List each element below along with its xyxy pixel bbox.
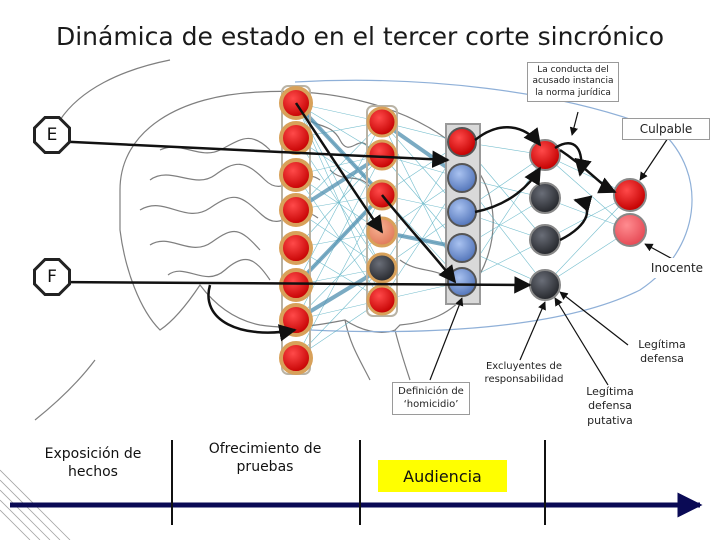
node <box>447 197 477 227</box>
label-legitima-defensa: Legítima defensa <box>638 338 686 366</box>
node <box>447 233 477 263</box>
pointer-conducta <box>569 111 579 136</box>
timeline <box>10 440 703 525</box>
node <box>366 139 398 171</box>
label-culpable: Culpable <box>622 118 710 140</box>
column-4-nodes <box>529 139 561 301</box>
node <box>279 158 313 192</box>
input-f-marker: F <box>33 258 71 296</box>
flow-arrows <box>207 102 617 342</box>
node <box>279 231 313 265</box>
node <box>529 139 561 171</box>
node <box>529 269 561 301</box>
label-inocente: Inocente <box>640 258 714 278</box>
node <box>366 284 398 316</box>
node <box>529 224 561 256</box>
column-3-nodes <box>447 127 477 297</box>
input-arrow-f <box>51 276 532 294</box>
input-arrow-e <box>51 139 450 168</box>
pointer-definicion <box>429 297 464 381</box>
page-title: Dinámica de estado en el tercer corte si… <box>55 22 665 51</box>
timeline-exposicion: Exposición de hechos <box>44 446 142 481</box>
column-1-nodes <box>279 86 313 375</box>
label-legitima-putativa: Legítima defensa putativa <box>586 385 634 427</box>
pointer-culpable <box>639 137 669 181</box>
node <box>279 268 313 302</box>
timeline-audiencia: Audiencia <box>378 460 507 492</box>
label-conducta: La conducta del acusado instancia la nor… <box>527 62 619 102</box>
pointer-excluyentes <box>519 301 546 361</box>
label-definicion: Definición de ‘homicidio’ <box>392 382 470 415</box>
input-e-label: E <box>36 119 68 151</box>
node <box>279 193 313 227</box>
node <box>529 182 561 214</box>
node <box>366 252 398 284</box>
node <box>447 163 477 193</box>
node-culpable <box>613 178 647 212</box>
node <box>447 267 477 297</box>
input-e-marker: E <box>33 116 71 154</box>
node <box>366 106 398 138</box>
node <box>279 121 313 155</box>
input-f-label: F <box>36 261 68 293</box>
label-excluyentes: Excluyentes de responsabilidad <box>484 361 564 385</box>
pointer-legitima <box>559 291 629 346</box>
node <box>279 341 313 375</box>
pointer-legitima-putativa <box>554 297 609 386</box>
node-inocente <box>613 213 647 247</box>
output-nodes <box>613 178 647 247</box>
node <box>447 127 477 157</box>
timeline-ofrecimiento: Ofrecimiento de pruebas <box>208 441 322 476</box>
